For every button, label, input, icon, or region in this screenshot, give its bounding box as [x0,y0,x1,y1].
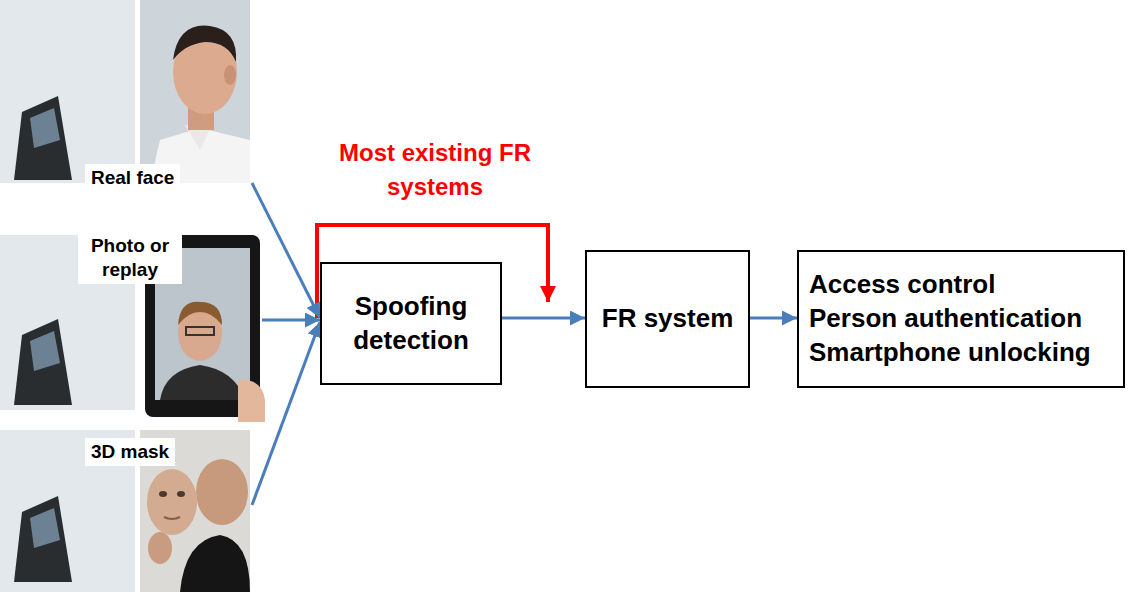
flow-arrow [252,183,320,318]
hair [173,26,236,62]
terminal-screen [30,108,60,148]
hand [148,532,172,564]
photo-panel: 3D mask [0,430,252,592]
photo-background [0,0,135,183]
mask-eye [159,491,167,497]
terminal-screen [30,331,60,371]
terminal-screen [30,508,60,548]
body [180,535,250,592]
flow-arrow [750,317,797,320]
box-label: Person authentication [809,302,1082,336]
connector-group [252,183,797,505]
body [160,365,245,400]
box-label: Spoofing detection [332,290,490,358]
terminal-device [14,96,72,180]
photo-background [140,0,250,183]
ear [224,65,236,85]
box-label: Access control [809,268,995,302]
terminal-device [14,496,72,582]
hand [238,380,265,422]
process-box: FR system [585,250,750,388]
photo-label: 3D mask [85,438,175,466]
mask-mouth [164,517,180,519]
terminal-device [14,319,72,405]
box-label: FR system [602,302,734,336]
head [196,459,248,525]
photo-label: Photo or replay [78,232,182,284]
process-box: Spoofing detection [320,262,502,385]
flow-arrow [502,317,585,320]
mask-eye [177,491,185,497]
photo-panel: Photo or replay [0,228,262,420]
photo-label: Real face [85,164,180,192]
photo-panel: Real face [0,0,252,195]
box-label: Smartphone unlocking [809,336,1091,370]
process-box: Access controlPerson authenticationSmart… [797,250,1125,388]
hair [178,302,222,325]
flow-arrow [262,319,320,322]
mask [147,469,197,535]
annotation-label: Most existing FR systems [337,136,533,203]
glasses [186,327,214,335]
flow-arrow [252,322,320,505]
